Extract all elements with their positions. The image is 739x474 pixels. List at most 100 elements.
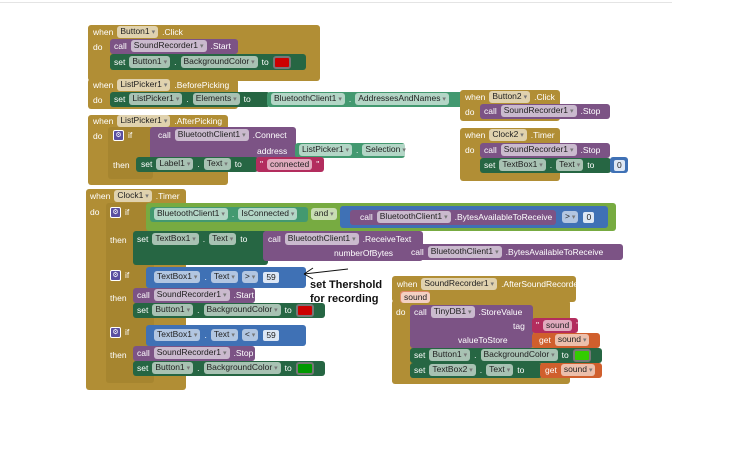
- keyword-label: .Click: [162, 27, 183, 37]
- keyword-label: call: [360, 212, 373, 222]
- number-field[interactable]: 59: [262, 328, 280, 342]
- and-operator[interactable]: and: [311, 207, 337, 221]
- dropdown-field[interactable]: AddressesAndNames: [355, 93, 449, 105]
- dropdown-field[interactable]: sound: [554, 334, 590, 346]
- gear-icon[interactable]: ⚙: [110, 269, 121, 281]
- dropdown-field[interactable]: BluetoothClient1: [154, 208, 228, 220]
- dropdown-field[interactable]: BluetoothClient1: [271, 93, 345, 105]
- keyword-label: set: [137, 363, 149, 373]
- color-swatch[interactable]: [295, 361, 314, 375]
- dropdown-field[interactable]: Button1: [152, 362, 194, 374]
- dropdown-field[interactable]: >: [562, 211, 579, 223]
- dropdown-field[interactable]: ListPicker1: [117, 79, 171, 91]
- keyword-label: .StoreValue: [478, 307, 523, 317]
- dropdown-field[interactable]: TextBox1: [152, 233, 199, 245]
- dropdown-field[interactable]: Clock1: [114, 190, 152, 202]
- dropdown-field[interactable]: Text: [556, 159, 584, 171]
- dropdown-field[interactable]: Button1: [152, 304, 194, 316]
- keyword-label: call: [268, 234, 281, 244]
- keyword-label: to: [587, 160, 595, 170]
- dropdown-field[interactable]: ListPicker1: [129, 93, 183, 105]
- keyword-label: get: [545, 365, 557, 375]
- gear-icon[interactable]: ⚙: [110, 206, 121, 218]
- keyword-label: call: [137, 348, 150, 358]
- keyword-label: .: [348, 94, 352, 104]
- keyword-label: to: [284, 305, 292, 315]
- dropdown-field[interactable]: Text: [203, 158, 231, 170]
- dropdown-field[interactable]: Elements: [192, 93, 240, 105]
- keyword-label: .Start: [233, 290, 254, 300]
- dropdown-field[interactable]: BluetoothClient1: [376, 211, 451, 223]
- keyword-label: .Timer: [530, 130, 555, 140]
- dropdown-field[interactable]: Button2: [489, 91, 531, 103]
- number-field[interactable]: 0: [582, 210, 596, 224]
- keyword-label: to: [261, 57, 269, 67]
- text-field[interactable]: sound: [401, 291, 431, 303]
- dropdown-field[interactable]: <: [241, 329, 259, 341]
- dropdown-field[interactable]: Text: [210, 271, 238, 283]
- tag-label: tag: [513, 319, 525, 333]
- keyword-label: set: [484, 160, 496, 170]
- dropdown-field[interactable]: Clock2: [489, 129, 527, 141]
- dropdown-field[interactable]: TextBox1: [154, 329, 201, 341]
- dropdown-field[interactable]: Text: [209, 233, 237, 245]
- dropdown-field[interactable]: Selection: [362, 144, 409, 156]
- dropdown-field[interactable]: BackgroundColor: [480, 349, 558, 361]
- dropdown-field[interactable]: BluetoothClient1: [427, 246, 502, 258]
- dropdown-field[interactable]: Text: [486, 364, 514, 376]
- keyword-label: .: [204, 272, 207, 282]
- if-row: ⚙if: [110, 205, 129, 219]
- dropdown-field[interactable]: BackgroundColor: [180, 56, 258, 68]
- number-field[interactable]: 59: [262, 270, 280, 284]
- dropdown-field[interactable]: SoundRecorder1: [500, 144, 577, 156]
- dropdown-field[interactable]: Button1: [117, 26, 159, 38]
- dropdown-field[interactable]: TextBox1: [154, 271, 201, 283]
- keyword-label: .AfterPicking: [174, 116, 223, 126]
- dropdown-field[interactable]: IsConnected: [238, 208, 298, 220]
- dropdown-field[interactable]: sound: [560, 364, 596, 376]
- dropdown-field[interactable]: >: [241, 271, 259, 283]
- keyword-label: do: [465, 107, 475, 117]
- gear-icon[interactable]: ⚙: [113, 129, 124, 141]
- dropdown-field[interactable]: Label1: [156, 158, 194, 170]
- keyword-label: when: [93, 27, 114, 37]
- dropdown-field[interactable]: Button1: [129, 56, 171, 68]
- dropdown-field[interactable]: SoundRecorder1: [153, 289, 230, 301]
- keyword-label: .: [231, 209, 235, 219]
- keyword-label: .: [186, 94, 189, 104]
- dropdown-field[interactable]: and: [311, 208, 337, 220]
- dropdown-field[interactable]: SoundRecorder1: [130, 40, 207, 52]
- dropdown-field[interactable]: ListPicker1: [117, 115, 171, 127]
- dropdown-field[interactable]: Button1: [429, 349, 471, 361]
- dropdown-field[interactable]: ListPicker1: [299, 144, 353, 156]
- dropdown-field[interactable]: SoundRecorder1: [500, 105, 577, 117]
- dropdown-field[interactable]: BackgroundColor: [203, 304, 281, 316]
- keyword-label: set: [114, 94, 126, 104]
- text-field[interactable]: connected: [267, 158, 313, 170]
- keyword-label: call: [411, 247, 424, 257]
- color-swatch[interactable]: [572, 348, 591, 362]
- dropdown-field[interactable]: SoundRecorder1: [153, 347, 230, 359]
- dropdown-field[interactable]: BluetoothClient1: [284, 233, 359, 245]
- dropdown-field[interactable]: BackgroundColor: [203, 362, 281, 374]
- keyword-label: to: [243, 94, 251, 104]
- keyword-label: tag: [513, 321, 525, 331]
- keyword-label: if: [125, 327, 130, 337]
- if-row: ⚙ if: [113, 128, 132, 142]
- dropdown-field[interactable]: TextBox2: [429, 364, 476, 376]
- keyword-label: if: [128, 130, 133, 140]
- text-field[interactable]: sound: [543, 319, 573, 331]
- color-swatch[interactable]: [272, 55, 291, 69]
- dropdown-field[interactable]: TinyDB1: [430, 306, 475, 318]
- number-field[interactable]: 0: [613, 158, 626, 172]
- dropdown-field[interactable]: Text: [210, 329, 238, 341]
- gear-icon[interactable]: ⚙: [110, 326, 121, 338]
- dropdown-field[interactable]: BluetoothClient1: [174, 129, 249, 141]
- dropdown-field[interactable]: SoundRecorder1: [421, 278, 498, 290]
- dropdown-field[interactable]: TextBox1: [499, 159, 546, 171]
- color-swatch[interactable]: [295, 303, 314, 317]
